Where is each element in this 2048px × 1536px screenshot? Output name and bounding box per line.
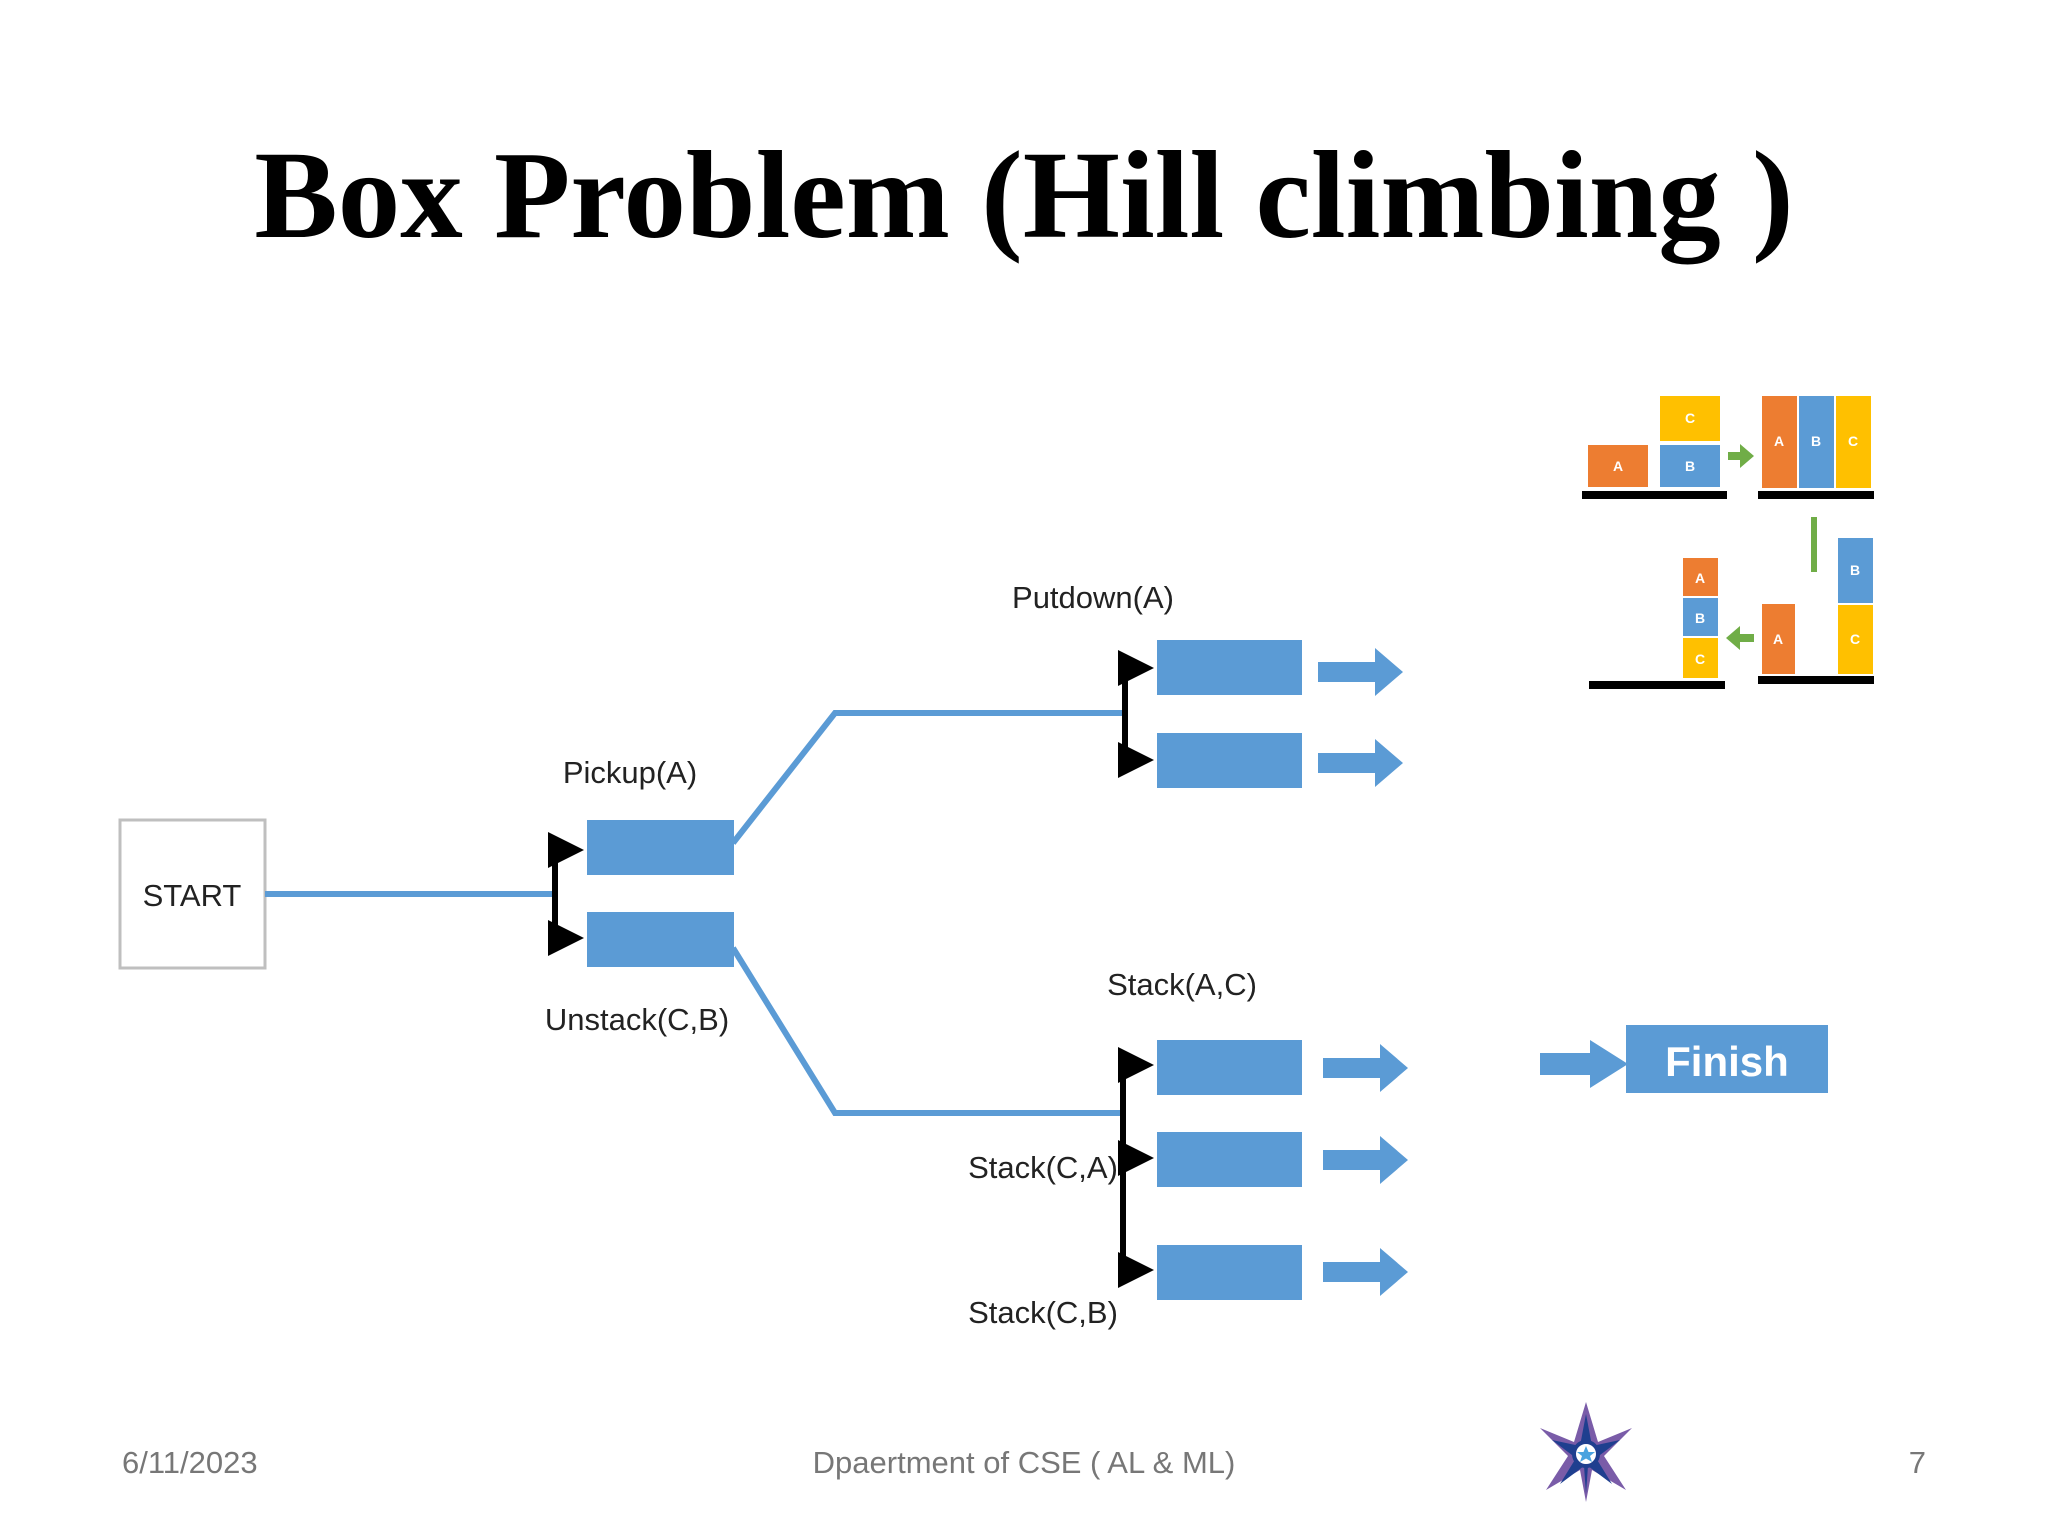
block-a-label: A	[1773, 631, 1783, 647]
putdown-state-box-2	[1157, 733, 1302, 788]
slide-title: Box Problem (Hill climbing )	[254, 127, 1794, 265]
right-arrow-icon	[1323, 1136, 1408, 1184]
stack-ac-state-box	[1157, 1040, 1302, 1095]
start-label: START	[143, 878, 242, 913]
putdown-state-box-1	[1157, 640, 1302, 695]
branch-bracket-level1	[548, 832, 584, 956]
stack-ac-label: Stack(A,C)	[1107, 967, 1257, 1002]
block-a-label: A	[1613, 458, 1623, 474]
footer-page-number: 7	[1908, 1445, 1926, 1480]
tree-connectors	[265, 710, 1125, 1116]
putdown-label: Putdown(A)	[1012, 580, 1174, 615]
block-c-label: C	[1850, 631, 1860, 647]
unstack-state-box	[587, 912, 734, 967]
right-arrow-icon	[1318, 739, 1403, 787]
block-a-label: A	[1774, 433, 1784, 449]
stack-cb-state-box	[1157, 1245, 1302, 1300]
right-arrow-icon	[1540, 1040, 1628, 1088]
stack-ca-state-box	[1157, 1132, 1302, 1187]
block-b-label: B	[1685, 458, 1695, 474]
right-arrow-icon	[1323, 1044, 1408, 1092]
footer-department: Dpaertment of CSE ( AL & ML)	[812, 1445, 1236, 1480]
blocks-world-illustration: A B C A B C A B C A B C	[1582, 396, 1874, 689]
pickup-state-box	[587, 820, 734, 875]
branch-bracket-upper	[1118, 650, 1154, 778]
footer-date: 6/11/2023	[122, 1445, 258, 1480]
stack-cb-label: Stack(C,B)	[968, 1295, 1118, 1330]
block-c-label: C	[1695, 651, 1705, 667]
block-b-label: B	[1811, 433, 1821, 449]
block-b-label: B	[1850, 562, 1860, 578]
institution-logo-icon	[1540, 1402, 1632, 1502]
block-a-label: A	[1695, 570, 1705, 586]
unstack-label: Unstack(C,B)	[545, 1002, 729, 1037]
right-arrow-icon	[1318, 648, 1403, 696]
block-c-label: C	[1848, 433, 1858, 449]
green-arrow-icon	[1726, 626, 1754, 650]
finish-label: Finish	[1665, 1038, 1789, 1085]
block-c-label: C	[1685, 410, 1695, 426]
right-arrow-icon	[1323, 1248, 1408, 1296]
block-b-label: B	[1695, 610, 1705, 626]
pickup-label: Pickup(A)	[563, 755, 697, 790]
stack-ca-label: Stack(C,A)	[968, 1150, 1118, 1185]
start-node: START	[118, 818, 267, 970]
finish-node: Finish	[1626, 1025, 1828, 1093]
branch-bracket-lower	[1118, 1047, 1154, 1288]
green-arrow-icon	[1728, 444, 1754, 468]
